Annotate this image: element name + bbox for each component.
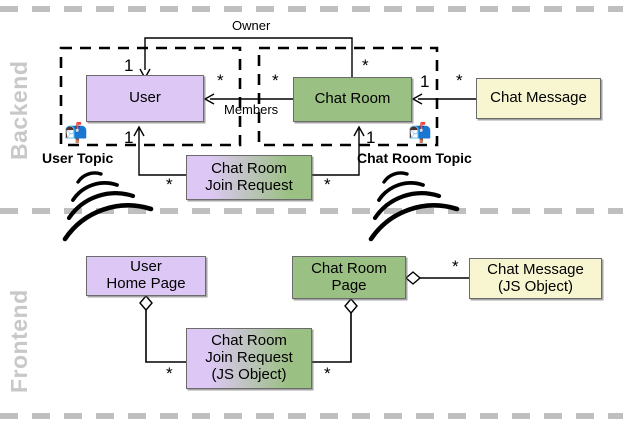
mult-owner-user-end: 1 — [124, 56, 134, 75]
node-chat-message-line-0: Chat Message — [490, 89, 587, 107]
edge-label-owner: Owner — [232, 18, 271, 33]
mult-userhome-joinreq-many: * — [166, 364, 173, 383]
mult-joinreq-chatroom-end: 1 — [366, 128, 376, 147]
chat-room-topic-boundary — [257, 46, 439, 147]
mult-chatroompage-joinreq-many: * — [324, 364, 331, 383]
mult-chatmessage-js-many: * — [452, 257, 459, 276]
chatmessage-arrowhead — [411, 93, 423, 105]
node-chat-room-line-0: Chat Room — [314, 90, 391, 108]
mult-owner-chatroom-end: * — [362, 56, 369, 75]
node-user-line-0: User — [129, 89, 161, 107]
mult-members-user-end: * — [217, 71, 224, 90]
mult-joinreq-chatroom-many: * — [324, 175, 331, 194]
node-chat-room-page-line-0: Chat Room — [311, 259, 387, 277]
members-arrowhead — [203, 93, 215, 105]
node-join-request-line-0: Chat Room — [211, 159, 287, 177]
mailbox-icon: 📬 — [408, 123, 432, 144]
user-topic-boundary — [59, 46, 242, 147]
chatroompage-message-diamond — [404, 271, 422, 285]
chatroompage-joinreq-aggregation — [312, 313, 352, 363]
node-join-request-js-line-2: (JS Object) — [211, 365, 287, 383]
region-label-backend: Backend — [6, 60, 32, 160]
joinrequest-chatroom-association — [312, 128, 360, 176]
region-label-frontend: Frontend — [6, 289, 32, 393]
node-user-home-page-line-1: Home Page — [106, 275, 186, 292]
topic-label-user-topic: User Topic — [42, 150, 114, 166]
node-join-request-line-1: Join Request — [205, 176, 293, 194]
node-chat-room-join-request[interactable]: Chat Room Join Request — [186, 155, 312, 200]
topic-label-chat-room-topic: Chat Room Topic — [357, 150, 472, 166]
node-chat-room-page-line-1: Page — [331, 276, 367, 294]
edge-label-members: Members — [224, 102, 279, 117]
node-user[interactable]: User — [86, 75, 204, 122]
node-chat-message-js-line-0: Chat Message — [487, 260, 584, 278]
joinrequest-user-association — [138, 128, 186, 176]
joinrequest-chatroom-arrowhead — [353, 125, 365, 137]
joinrequest-user-arrowhead — [133, 125, 145, 137]
mult-members-chatroom-end: * — [272, 71, 279, 90]
mult-joinreq-user-end: 1 — [124, 128, 134, 147]
mailbox-icon: 📬 — [64, 123, 88, 144]
node-user-home-page-line-0: User — [130, 258, 162, 276]
node-chat-message-js[interactable]: Chat Message (JS Object) — [469, 258, 602, 299]
node-join-request-js-line-0: Chat Room — [211, 332, 287, 350]
mult-chatmessage-chatroom-end: 1 — [420, 72, 430, 91]
node-chat-room-join-request-js[interactable]: Chat Room Join Request (JS Object) — [186, 328, 312, 389]
mult-chatmessage-end: * — [456, 71, 463, 90]
userhome-joinreq-aggregation — [145, 310, 186, 363]
node-chat-room-page[interactable]: Chat Room Page — [292, 256, 406, 299]
chat-room-topic-broadcast-waves — [368, 171, 460, 242]
node-join-request-js-line-1: Join Request — [205, 349, 293, 367]
chatroompage-aggregation-diamond — [344, 297, 358, 315]
owner-association — [144, 37, 353, 77]
node-chat-room[interactable]: Chat Room — [293, 77, 412, 122]
userhome-aggregation-diamond — [139, 294, 153, 312]
node-user-home-page[interactable]: User Home Page — [86, 256, 206, 296]
node-chat-message-js-line-1: (JS Object) — [497, 277, 573, 295]
node-chat-message[interactable]: Chat Message — [476, 78, 601, 119]
user-topic-broadcast-waves — [62, 171, 154, 242]
mult-joinreq-user-many: * — [166, 175, 173, 194]
